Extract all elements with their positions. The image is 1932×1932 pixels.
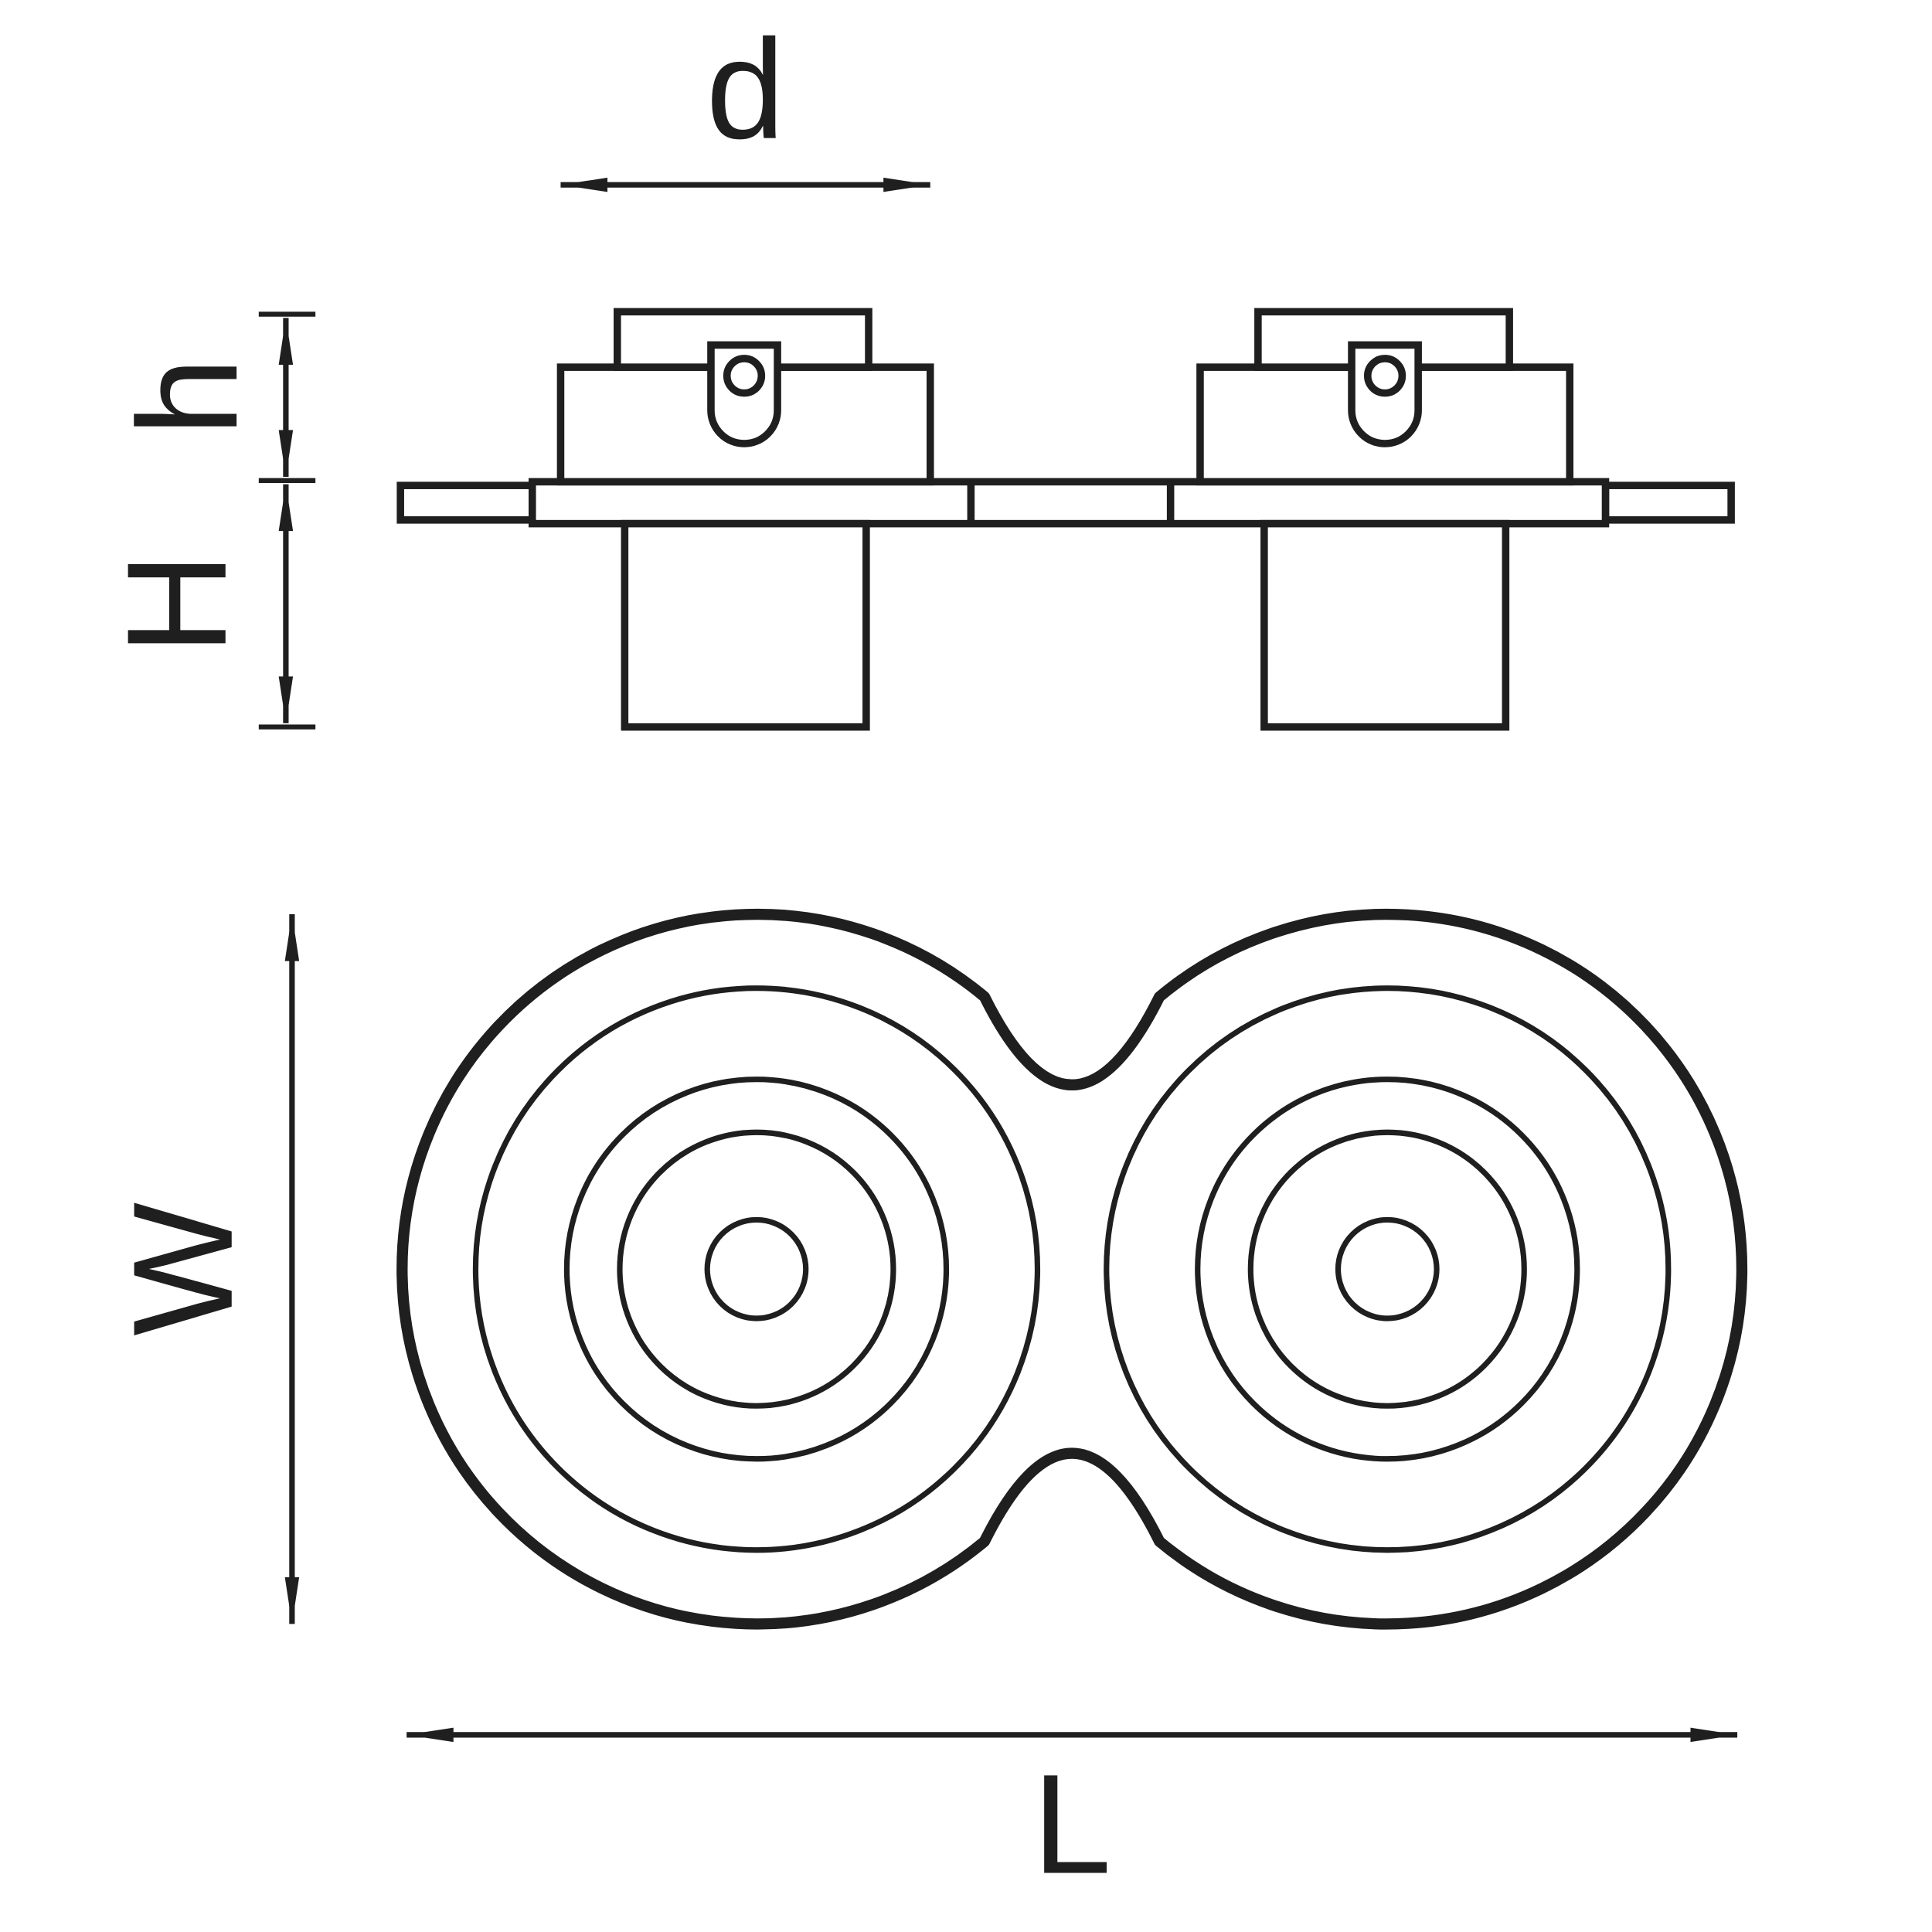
- dimension-label-W: W: [104, 1202, 262, 1336]
- dimensions: d h H W L: [97, 10, 1738, 1903]
- recessed-can-left: [621, 519, 870, 731]
- mounting-plate-left-wing: [396, 481, 536, 524]
- ring-outer: [1104, 985, 1672, 1553]
- recessed-can-right: [1260, 519, 1510, 731]
- lamp-module-right: [1196, 308, 1574, 486]
- lamp-module-left: [556, 308, 934, 486]
- mounting-plate-right-wing: [1601, 481, 1735, 524]
- trim-outline: [396, 908, 1748, 1630]
- dimension-label-d: d: [706, 10, 785, 168]
- ring-inner: [617, 1129, 896, 1409]
- lamp-rings-right: [1104, 985, 1672, 1553]
- lamp-rings-left: [472, 985, 1041, 1553]
- lamp-center: [1335, 1216, 1440, 1321]
- side-view: [396, 308, 1735, 731]
- clamp-hole: [1363, 355, 1406, 397]
- dimension-label-H: H: [97, 553, 256, 655]
- mounting-plate: [528, 478, 1610, 528]
- lamp-center: [704, 1216, 809, 1321]
- ring-outer: [472, 985, 1041, 1553]
- dimension-label-h: h: [108, 357, 267, 436]
- dimension-label-L: L: [1032, 1744, 1111, 1903]
- ring-inner: [1247, 1129, 1527, 1409]
- ring-middle: [563, 1077, 950, 1462]
- ring-middle: [1195, 1077, 1580, 1462]
- clamp-hole: [723, 355, 766, 397]
- plan-view: [396, 908, 1748, 1630]
